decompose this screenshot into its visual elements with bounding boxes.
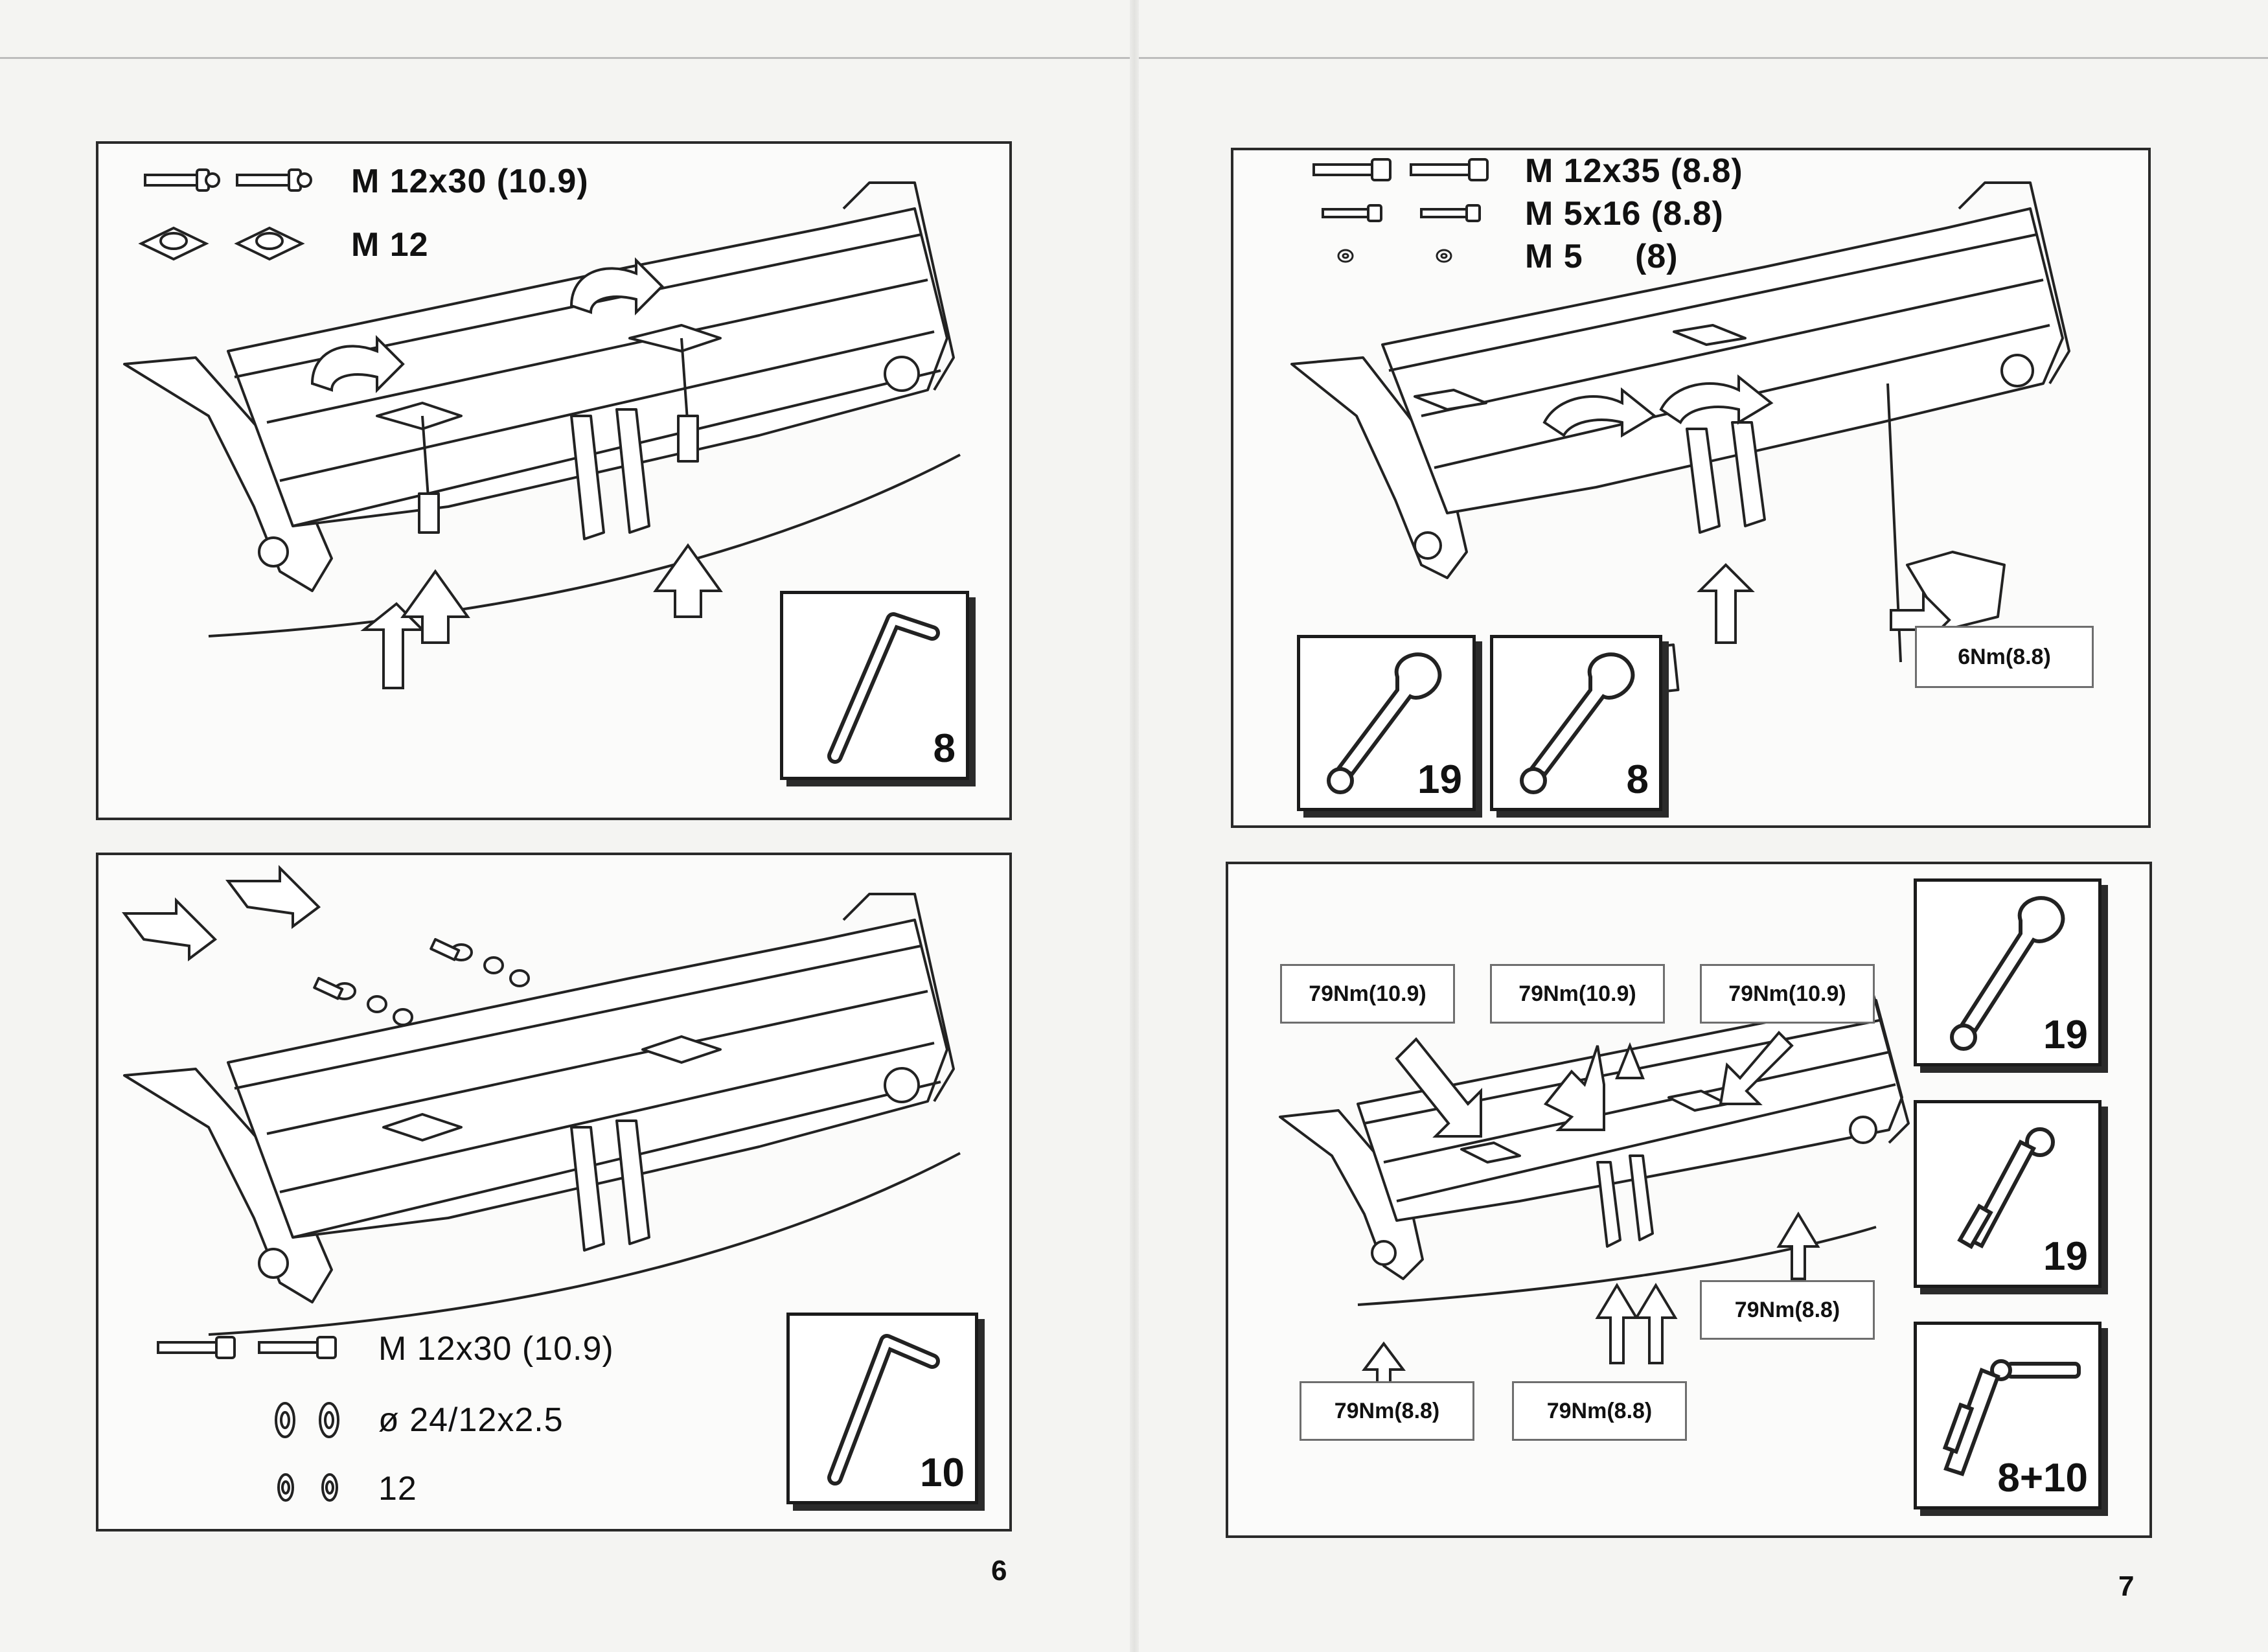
torque-label: 6Nm(8.8) [1915,626,2094,688]
torque-label: 79Nm(10.9) [1490,964,1665,1024]
direction-arrow-icon [122,865,321,961]
panel-step-4: 79Nm(10.9) 79Nm(10.9) 79Nm(10.9) 79Nm(8.… [1226,862,2152,1538]
bolt-icon [157,1336,236,1359]
tool-box-torque-wrench: 8+10 [1914,1322,2102,1509]
torque-label: 79Nm(10.9) [1280,964,1455,1024]
ratchet-icon [1957,1127,2055,1250]
fastener-spec-1: M 12x30 (10.9) [351,163,589,200]
tool-box-ratchet: 19 [1914,1100,2102,1288]
tool-box-wrench: 19 [1914,878,2102,1066]
nut-icon [234,226,305,261]
panel-step-1: M 12x30 (10.9) M 12 8 [96,141,1012,820]
bolt-icon [1410,158,1489,181]
fastener-spec-1: M 12x35 (8.8) [1525,152,1743,190]
nut-icon [1337,249,1354,263]
tool-size-label: 8 [933,726,956,771]
page-gutter [1130,0,1139,1652]
fastener-spec-1: M 12x30 (10.9) [378,1330,614,1368]
wrench-icon [1950,896,2065,1051]
tool-box-wrench: 8 [1490,635,1662,811]
torque-wrench-icon [1942,1359,2081,1476]
bumper-frame-illustration [123,181,961,689]
washer-icon [319,1402,339,1438]
page-left: M 12x30 (10.9) M 12 8 [96,141,1012,1587]
fastener-spec-3: M 5 [1525,238,1583,275]
direction-arrow-icon [310,257,723,689]
bolt-icon [258,1336,337,1359]
bumper-frame-illustration [122,865,961,1336]
direction-arrow-icon [1362,1031,1820,1403]
wrench-icon [1520,652,1635,794]
page-right: M 12x35 (8.8) M 5x16 (8.8) M 5 (8) 19 8 … [1134,0,2268,1652]
tool-box-wrench: 19 [1297,635,1476,811]
tool-size-label: 19 [2043,1234,2088,1279]
tool-size-label: 19 [2043,1013,2088,1057]
page-number-left: 6 [991,1555,1007,1587]
wrench-icon [1327,652,1442,794]
torque-label: 79Nm(8.8) [1300,1381,1474,1441]
direction-arrow-icon [1542,374,1951,649]
nut-icon [138,226,209,261]
bumper-frame-illustration [1290,181,2070,702]
nut-icon [1436,249,1452,263]
washer-icon [321,1473,338,1502]
bumper-frame-illustration [1279,980,1910,1403]
fastener-spec-3-class: (8) [1635,238,1678,275]
tool-size-label: 10 [920,1451,965,1495]
bolt-icon [144,168,220,192]
panel-step-2: M 12x35 (8.8) M 5x16 (8.8) M 5 (8) 19 8 … [1231,148,2151,828]
fastener-spec-2: ø 24/12x2.5 [378,1401,564,1439]
hex-key-icon [827,1334,940,1486]
page-number-right: 7 [2118,1570,2135,1602]
bolt-icon [236,168,312,192]
bolt-icon [1312,158,1392,181]
torque-label: 79Nm(10.9) [1700,964,1875,1024]
tool-box-hex-key: 8 [780,591,969,780]
torque-label: 79Nm(8.8) [1700,1280,1875,1340]
panel-step-3: M 12x30 (10.9) ø 24/12x2.5 12 10 [96,853,1012,1532]
bolt-icon [1420,204,1481,222]
tool-size-label: 8 [1626,757,1649,802]
tool-size-label: 19 [1417,757,1462,802]
hex-key-icon [827,612,940,764]
washer-icon [275,1402,295,1438]
torque-label: 79Nm(8.8) [1512,1381,1687,1441]
washer-icon [277,1473,294,1502]
fastener-spec-3: 12 [378,1470,417,1508]
tool-box-hex-key: 10 [786,1313,978,1504]
bolt-icon [1322,204,1382,222]
fastener-spec-2: M 5x16 (8.8) [1525,195,1724,233]
fastener-spec-2: M 12 [351,226,429,264]
tool-size-label: 8+10 [1997,1456,2088,1500]
